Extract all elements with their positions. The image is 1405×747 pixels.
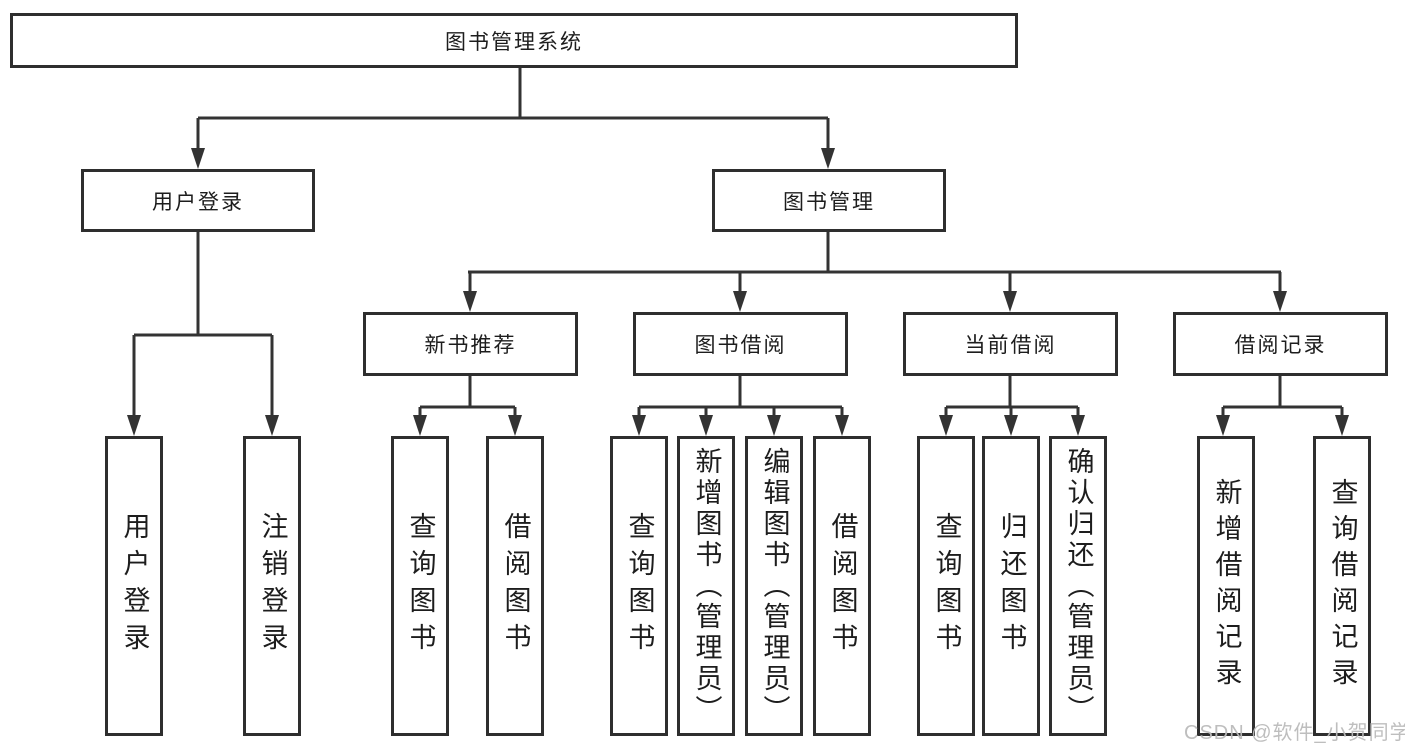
- leaf-query-books-borrow: 查询图书: [610, 436, 668, 736]
- leaf-label: 编辑图书（管理员）: [759, 446, 790, 726]
- leaf-label: 新增借阅记录: [1211, 478, 1242, 694]
- leaf-label: 用户登录: [119, 512, 150, 660]
- node-user-login: 用户登录: [81, 169, 315, 232]
- arrowheads: [127, 148, 1349, 436]
- leaf-label: 确认归还（管理员）: [1063, 446, 1094, 726]
- leaf-label: 借阅图书: [500, 512, 531, 660]
- node-label: 用户登录: [152, 190, 244, 214]
- leaf-logout: 注销登录: [243, 436, 301, 736]
- leaf-borrow-books: 借阅图书: [813, 436, 871, 736]
- leaf-borrow-books-recommend: 借阅图书: [486, 436, 544, 736]
- tree-edges: [132, 68, 1344, 418]
- leaf-edit-book-admin: 编辑图书（管理员）: [745, 436, 803, 736]
- leaf-query-borrow-record: 查询借阅记录: [1313, 436, 1371, 736]
- leaf-query-books-recommend: 查询图书: [391, 436, 449, 736]
- leaf-add-borrow-record: 新增借阅记录: [1197, 436, 1255, 736]
- leaf-label: 新增图书（管理员）: [691, 446, 722, 726]
- leaf-user-login: 用户登录: [105, 436, 163, 736]
- node-label: 新书推荐: [424, 334, 517, 357]
- node-new-book-recommend: 新书推荐: [363, 312, 578, 376]
- leaf-label: 查询借阅记录: [1327, 478, 1358, 694]
- node-label: 借阅记录: [1234, 334, 1327, 357]
- node-library-system: 图书管理系统: [10, 13, 1018, 68]
- leaf-label: 查询图书: [931, 512, 962, 660]
- leaf-query-books-current: 查询图书: [917, 436, 975, 736]
- leaf-label: 查询图书: [405, 512, 436, 660]
- leaf-label: 归还图书: [996, 512, 1027, 660]
- node-current-borrow: 当前借阅: [903, 312, 1118, 376]
- node-label: 当前借阅: [964, 334, 1057, 357]
- node-borrow-records: 借阅记录: [1173, 312, 1388, 376]
- node-label: 图书借阅: [694, 334, 787, 357]
- csdn-watermark: CSDN @软件_小贺同学: [1184, 722, 1405, 744]
- node-book-borrow: 图书借阅: [633, 312, 848, 376]
- leaf-label: 借阅图书: [827, 512, 858, 660]
- node-label: 图书管理: [783, 190, 875, 214]
- leaf-return-book: 归还图书: [982, 436, 1040, 736]
- node-book-management: 图书管理: [712, 169, 946, 232]
- leaf-add-book-admin: 新增图书（管理员）: [677, 436, 735, 736]
- leaf-confirm-return-admin: 确认归还（管理员）: [1049, 436, 1107, 736]
- leaf-label: 查询图书: [624, 512, 655, 660]
- leaf-label: 注销登录: [257, 512, 288, 660]
- node-label: 图书管理系统: [445, 30, 583, 54]
